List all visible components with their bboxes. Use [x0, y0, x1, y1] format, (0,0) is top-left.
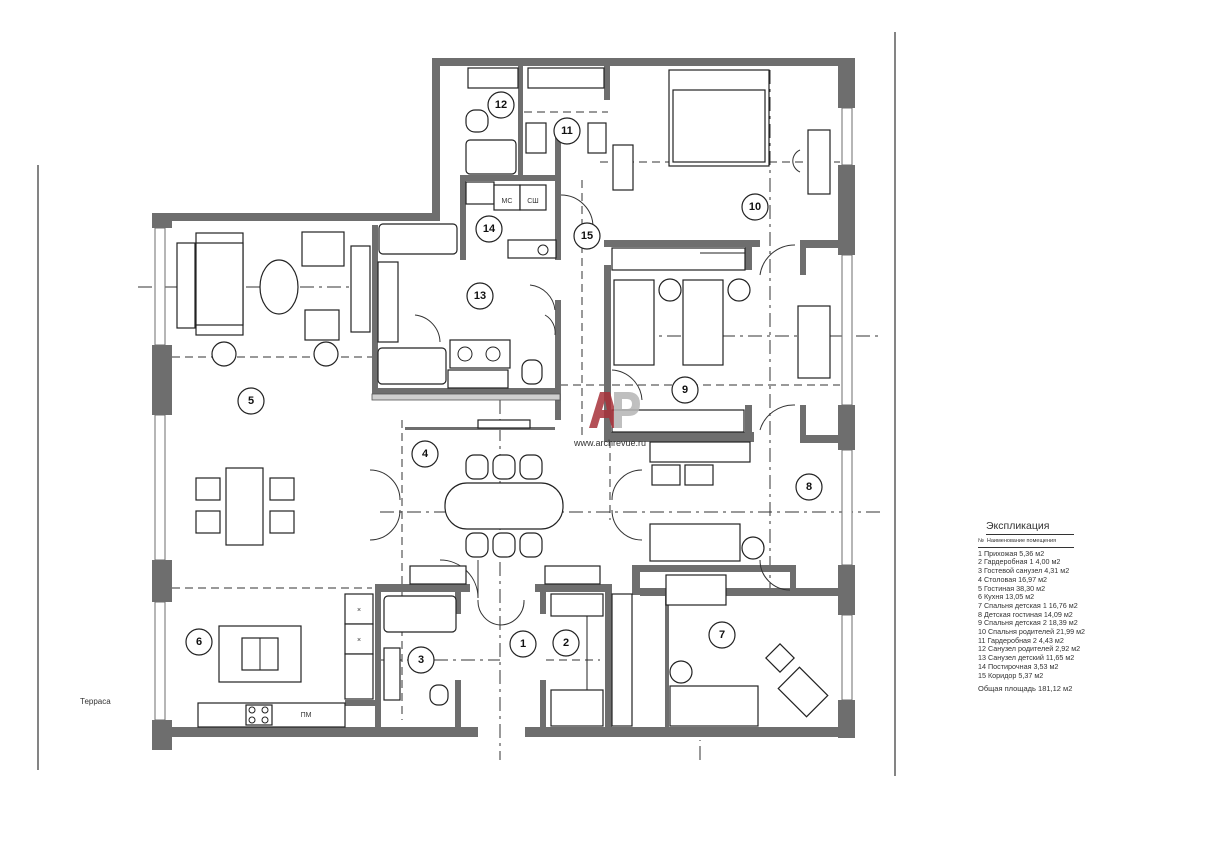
doors [369, 194, 796, 626]
legend-row: 12 Санузел родителей 2,92 м2 [978, 644, 1081, 654]
legend-title: Экспликация [986, 521, 1074, 535]
terrace-label: Терраса [80, 697, 111, 706]
room-label-8: 8 [795, 473, 823, 501]
svg-text:9: 9 [682, 384, 688, 396]
svg-text:5: 5 [248, 395, 254, 407]
dryer-label: СШ [527, 198, 538, 205]
walls [152, 58, 855, 750]
furniture: × × [176, 67, 831, 728]
room-label-1: 1 [509, 630, 537, 658]
svg-text:14: 14 [483, 223, 496, 235]
room-label-7: 7 [708, 621, 736, 649]
legend-row: 9 Спальня детская 2 18,39 м2 [978, 618, 1078, 628]
legend-row: 15 Коридор 5,37 м2 [978, 670, 1044, 680]
svg-text:10: 10 [749, 201, 761, 213]
room-label-10: 10 [741, 193, 769, 221]
watermark-logo [589, 392, 640, 428]
legend-header: № Наименование помещения [978, 538, 1074, 548]
room-label-3: 3 [407, 646, 435, 674]
room-label-11: 11 [553, 117, 581, 145]
legend-row: 8 Детская гостиная 14,09 м2 [978, 609, 1073, 619]
room-label-6: 6 [185, 628, 213, 656]
svg-text:8: 8 [806, 481, 812, 493]
room-label-9: 9 [671, 376, 699, 404]
legend-row: 4 Столовая 16,97 м2 [978, 574, 1048, 584]
room-label-12: 12 [487, 91, 515, 119]
svg-text:6: 6 [196, 636, 202, 648]
legend-total-area: Общая площадь 181,12 м2 [978, 684, 1073, 694]
room-label-4: 4 [411, 440, 439, 468]
room-label-5: 5 [237, 387, 265, 415]
svg-text:1: 1 [520, 638, 526, 650]
dishwasher-label: ПМ [301, 712, 312, 719]
svg-text:×: × [357, 637, 361, 644]
legend-header-name: Наименование помещения [986, 537, 1057, 544]
room-label-13: 13 [466, 282, 494, 310]
svg-text:15: 15 [581, 230, 593, 242]
room-label-14: 14 [475, 215, 503, 243]
svg-text:12: 12 [495, 99, 507, 111]
legend: Экспликация № Наименование помещения 1 П… [978, 521, 1118, 694]
legend-header-number: № [978, 537, 984, 544]
svg-text:3: 3 [418, 654, 424, 666]
room-label-15: 15 [573, 222, 601, 250]
watermark-url: www.archrevue.ru [574, 438, 647, 448]
svg-text:7: 7 [719, 629, 725, 641]
legend-row: 1 Прихожая 5,36 м2 [978, 548, 1045, 558]
room-label-2: 2 [552, 629, 580, 657]
legend-row: 14 Постирочная 3,53 м2 [978, 661, 1059, 671]
legend-row: 2 Гардеробная 1 4,00 м2 [978, 557, 1061, 567]
legend-row: 10 Спальня родителей 21,99 м2 [978, 627, 1086, 637]
legend-row: 3 Гостевой санузел 4,31 м2 [978, 566, 1070, 576]
svg-text:13: 13 [474, 290, 486, 302]
legend-row: 6 Кухня 13,05 м2 [978, 592, 1035, 602]
svg-text:×: × [357, 607, 361, 614]
legend-row: 5 Гостиная 38,30 м2 [978, 583, 1046, 593]
svg-text:4: 4 [422, 448, 429, 460]
legend-row: 13 Санузел детский 11,65 м2 [978, 653, 1075, 663]
washing-machine-label: МС [502, 198, 513, 205]
svg-text:2: 2 [563, 637, 569, 649]
svg-text:11: 11 [561, 125, 573, 137]
legend-row: 7 Спальня детская 1 16,76 м2 [978, 600, 1078, 610]
legend-row: 11 Гардеробная 2 4,43 м2 [978, 635, 1064, 645]
